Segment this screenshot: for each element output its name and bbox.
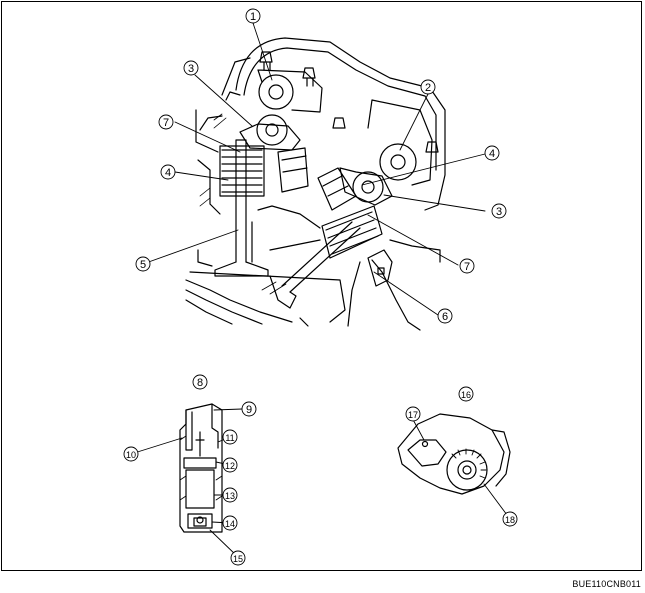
bolt-4	[425, 141, 439, 153]
bolt-1	[259, 51, 273, 71]
needle-bearings	[451, 448, 487, 479]
svg-text:11: 11	[225, 433, 234, 443]
bolt-2	[302, 67, 316, 87]
rocker-roller-right-inner	[361, 180, 375, 194]
svg-text:4: 4	[489, 148, 495, 160]
cam-bearing-1	[257, 69, 323, 113]
callout-15: 15	[230, 550, 246, 566]
callout-7-upper: 7	[158, 114, 174, 130]
callout-17: 17	[405, 406, 421, 422]
callout-9: 9	[241, 401, 257, 417]
callout-4-right: 4	[484, 145, 500, 161]
hla-section-lines	[179, 435, 223, 501]
callout-13: 13	[222, 487, 238, 503]
injector-boss	[367, 249, 393, 287]
svg-text:7: 7	[163, 117, 169, 129]
svg-text:15: 15	[233, 554, 243, 564]
hla-plunger	[183, 457, 217, 469]
svg-text:3: 3	[188, 63, 194, 75]
camshaft-lobe-2-inner	[390, 154, 406, 170]
rocker-roller-hub	[457, 460, 477, 480]
svg-text:16: 16	[461, 390, 471, 400]
callout-3-upper: 3	[183, 60, 199, 76]
camshaft-lobe-2	[379, 143, 417, 181]
hla-chamber	[185, 469, 215, 509]
hla-upper-cap	[185, 403, 219, 451]
valve-stem-right	[281, 221, 361, 293]
svg-text:9: 9	[246, 404, 252, 416]
lash-adjuster-right	[317, 167, 357, 211]
svg-text:18: 18	[505, 515, 515, 525]
head-lower-casting	[185, 279, 309, 327]
head-left-edge	[197, 115, 223, 215]
callout-14: 14	[222, 515, 238, 531]
rocker-arm-left	[239, 123, 301, 151]
svg-text:17: 17	[408, 410, 418, 420]
port-walls	[251, 205, 321, 263]
callout-7-right: 7	[459, 258, 475, 274]
rocker-roller-axle	[462, 465, 472, 475]
head-cover-outline	[235, 37, 446, 211]
hla-check-ball	[196, 516, 204, 524]
svg-text:12: 12	[225, 461, 235, 471]
svg-text:8: 8	[197, 377, 203, 389]
valve-head-right	[269, 275, 297, 309]
callout-18: 18	[502, 511, 518, 527]
svg-text:3: 3	[496, 206, 502, 218]
cylinder-head-assembly	[185, 37, 446, 331]
svg-text:6: 6	[442, 311, 448, 323]
rocker-pad	[407, 439, 447, 467]
valve-stem-left	[235, 139, 247, 263]
rocker-arm-body	[397, 413, 505, 495]
callout-2: 2	[420, 79, 436, 95]
rocker-arm-detail	[397, 413, 511, 495]
hla-oil-passage	[195, 431, 205, 457]
callout-8: 8	[192, 374, 208, 390]
head-body	[189, 109, 346, 323]
svg-text:5: 5	[140, 259, 146, 271]
camshaft-lobe-1	[258, 74, 294, 110]
head-cover-inner	[243, 47, 437, 171]
callout-12: 12	[222, 457, 238, 473]
rocker-roller-left-inner	[265, 123, 279, 137]
svg-text:10: 10	[126, 450, 136, 460]
svg-text:7: 7	[464, 261, 470, 273]
cam-bearing-2	[367, 99, 433, 186]
bolt-3	[332, 117, 346, 129]
valve-head-left	[214, 261, 269, 277]
diagram-frame	[1, 1, 642, 571]
callout-16: 16	[458, 386, 474, 402]
svg-text:2: 2	[425, 82, 431, 94]
svg-text:14: 14	[225, 519, 235, 529]
callout-10: 10	[123, 446, 139, 462]
hla-check-valve	[187, 513, 213, 529]
rocker-roller-left	[256, 114, 288, 146]
callout-5: 5	[135, 256, 151, 272]
oil-hole	[421, 440, 429, 448]
callouts: 1 2 3 7 4 4 3 5 7 6 8 9 10 11 12 13 14 1…	[123, 8, 518, 566]
callout-11: 11	[222, 429, 238, 445]
valve-spring-right	[321, 205, 383, 259]
hla-body-outline	[179, 403, 223, 533]
lash-adjuster-left	[277, 147, 309, 193]
camshaft-lobe-1-inner	[268, 84, 284, 100]
callout-3-right: 3	[491, 203, 507, 219]
callout-6: 6	[437, 308, 453, 324]
callout-4-left: 4	[160, 164, 176, 180]
head-hatching	[199, 113, 287, 295]
valve-spring-left	[219, 145, 265, 197]
callout-1: 1	[245, 8, 261, 24]
rocker-arm-side	[491, 429, 511, 487]
hla-cutaway	[179, 403, 223, 533]
rocker-roller	[446, 449, 488, 491]
svg-text:4: 4	[165, 167, 171, 179]
cover-flange-left	[221, 57, 251, 101]
figure-code: BUE110CNB011	[572, 579, 641, 589]
svg-text:1: 1	[250, 11, 256, 23]
svg-text:13: 13	[225, 491, 235, 501]
